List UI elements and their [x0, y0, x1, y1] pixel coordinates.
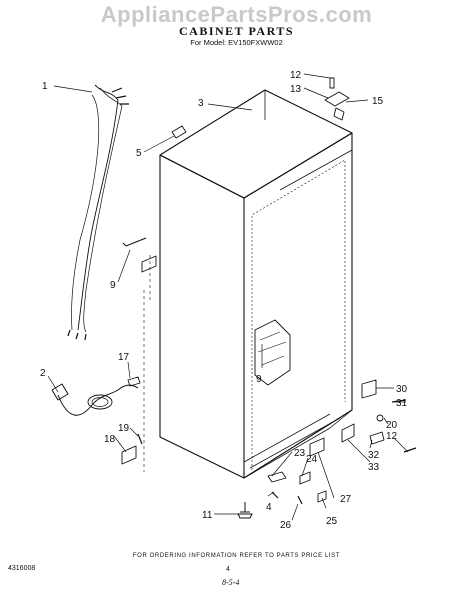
hinge-13	[324, 91, 350, 107]
bracket-30	[361, 379, 377, 399]
evaporator-detail	[257, 331, 287, 366]
cabinet-liner	[251, 159, 346, 470]
callout-3: 3	[198, 98, 204, 109]
leader-lines	[47, 73, 409, 521]
callout-26: 26	[280, 520, 292, 531]
hinge-15	[333, 107, 345, 121]
wire-harness-connectors	[67, 87, 129, 341]
callout-32: 32	[368, 450, 380, 461]
callout-24: 24	[306, 454, 318, 465]
back-panel-hint	[143, 255, 151, 472]
screw-9	[122, 237, 147, 247]
callout-33: 33	[368, 462, 380, 473]
evaporator-cover	[254, 319, 291, 386]
roller-25	[317, 490, 327, 503]
callout-9b: 9	[256, 374, 262, 385]
callout-27: 27	[340, 494, 352, 505]
wire-harness-strand-b	[71, 94, 100, 331]
screw-19	[137, 433, 143, 445]
callout-1: 1	[42, 81, 48, 92]
roller-bracket-33	[341, 423, 355, 443]
power-cord-plug	[51, 383, 69, 401]
model-subtitle: For Model: EV150FXWW02	[190, 38, 283, 47]
callout-5: 5	[136, 148, 142, 159]
leveler-11	[237, 502, 253, 519]
cabinet-front-face	[159, 154, 245, 479]
callout-18: 18	[104, 434, 116, 445]
callout-12a: 12	[290, 70, 302, 81]
clip-17	[127, 376, 141, 387]
cabinet-side-face	[243, 132, 353, 479]
callout-30: 30	[396, 384, 408, 395]
cabinet-interior-edges	[243, 90, 353, 479]
bracket-27	[309, 437, 325, 457]
bracket-18	[121, 445, 137, 465]
ordering-footnote: FOR ORDERING INFORMATION REFER TO PARTS …	[132, 553, 341, 559]
callout-17: 17	[118, 352, 130, 363]
screw-26	[297, 495, 303, 505]
screw-12	[329, 77, 335, 89]
diagram-title: CABINET PARTS	[179, 24, 294, 38]
callout-9a: 9	[110, 280, 116, 291]
callout-23: 23	[294, 448, 306, 459]
bracket-9	[141, 255, 157, 273]
screw-12b	[403, 447, 417, 453]
callout-4: 4	[266, 502, 272, 513]
callout-11: 11	[202, 510, 213, 521]
wire-harness	[77, 84, 119, 331]
wire-harness-strand	[83, 87, 123, 333]
watermark: AppliancePartsPros.com	[100, 2, 373, 27]
callout-15: 15	[372, 96, 384, 107]
block-24	[299, 471, 311, 485]
callout-2: 2	[40, 368, 46, 379]
clip-23	[267, 471, 287, 483]
callout-20: 20	[386, 420, 398, 431]
power-cord	[57, 384, 139, 416]
nut-20	[376, 414, 384, 422]
page-number: 4	[226, 566, 230, 573]
callout-25: 25	[326, 516, 338, 527]
callout-19: 19	[118, 423, 130, 434]
roller-32	[369, 431, 385, 445]
callout-31: 31	[396, 398, 408, 409]
screw-5	[171, 125, 187, 139]
document-number: 4316008	[8, 565, 36, 572]
power-cord-coil	[87, 394, 113, 410]
callout-12b: 12	[386, 431, 398, 442]
bottom-rail	[243, 413, 341, 469]
power-cord-coil-2	[91, 397, 109, 407]
callout-13: 13	[290, 84, 302, 95]
handwritten-note: 8-5-4	[222, 578, 240, 587]
cabinet-top-face	[159, 89, 353, 199]
